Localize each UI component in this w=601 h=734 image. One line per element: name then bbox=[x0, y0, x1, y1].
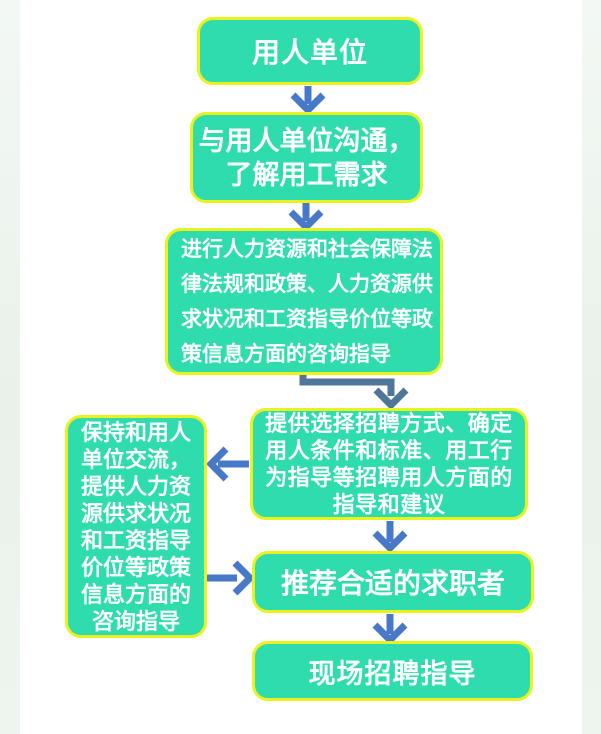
arrow-communicate-to-consult bbox=[288, 203, 324, 232]
node-communicate-line: 了解用工需求 bbox=[225, 159, 388, 190]
arrow-employer-to-communicate bbox=[290, 86, 326, 115]
node-keep-contact: 保持和用人 单位交流， 提供人力资 源供求状况 和工资指导 价位等政策 信息方面… bbox=[65, 415, 207, 638]
arrow-advice-to-keep-contact bbox=[206, 446, 249, 482]
right-margin-strip bbox=[582, 0, 601, 734]
node-employer-label: 用人单位 bbox=[251, 37, 368, 68]
node-advice-line: 为指导等招聘用人方面的 bbox=[265, 465, 513, 490]
left-margin-strip bbox=[0, 0, 20, 734]
node-advice-line: 指导和建议 bbox=[332, 492, 446, 517]
node-keep-contact-line: 提供人力资 bbox=[80, 473, 191, 499]
node-keep-contact-line: 信息方面的 bbox=[80, 581, 191, 607]
node-recommend-label: 推荐合适的求职者 bbox=[280, 568, 505, 599]
node-consult-line: 进行人力资源和社会保障法 bbox=[181, 237, 433, 261]
arrow-keep-contact-to-recommend bbox=[206, 560, 255, 596]
node-employer: 用人单位 bbox=[197, 17, 423, 85]
node-consult-line: 律法规和政策、人力资源供 bbox=[181, 272, 433, 296]
node-keep-contact-line: 源供求状况 bbox=[80, 500, 191, 526]
node-advice-line: 提供选择招聘方式、确定 bbox=[265, 411, 513, 436]
node-keep-contact-line: 咨询指导 bbox=[91, 608, 180, 634]
node-advice: 提供选择招聘方式、确定 用人条件和标准、用工行 为指导等招聘用人方面的 指导和建… bbox=[250, 408, 528, 520]
node-keep-contact-line: 保持和用人 bbox=[80, 419, 191, 445]
node-communicate-line: 与用人单位沟通， bbox=[198, 125, 415, 156]
node-onsite: 现场招聘指导 bbox=[252, 641, 533, 701]
node-keep-contact-line: 价位等政策 bbox=[80, 554, 191, 580]
node-keep-contact-line: 和工资指导 bbox=[80, 527, 191, 553]
node-consult-line: 求状况和工资指导价位等政 bbox=[181, 307, 433, 331]
arrow-recommend-to-onsite bbox=[372, 614, 408, 645]
arrow-consult-to-advice-elbow bbox=[299, 374, 409, 410]
node-communicate: 与用人单位沟通， 了解用工需求 bbox=[190, 112, 423, 203]
node-consult: 进行人力资源和社会保障法 律法规和政策、人力资源供 求状况和工资指导价位等政 策… bbox=[165, 228, 443, 375]
node-advice-line: 用人条件和标准、用工行 bbox=[265, 438, 513, 463]
node-keep-contact-line: 单位交流， bbox=[80, 446, 191, 472]
node-recommend: 推荐合适的求职者 bbox=[252, 551, 534, 613]
arrow-advice-to-recommend bbox=[372, 521, 408, 553]
node-onsite-label: 现场招聘指导 bbox=[308, 658, 477, 689]
node-consult-line: 策信息方面的咨询指导 bbox=[181, 342, 391, 366]
